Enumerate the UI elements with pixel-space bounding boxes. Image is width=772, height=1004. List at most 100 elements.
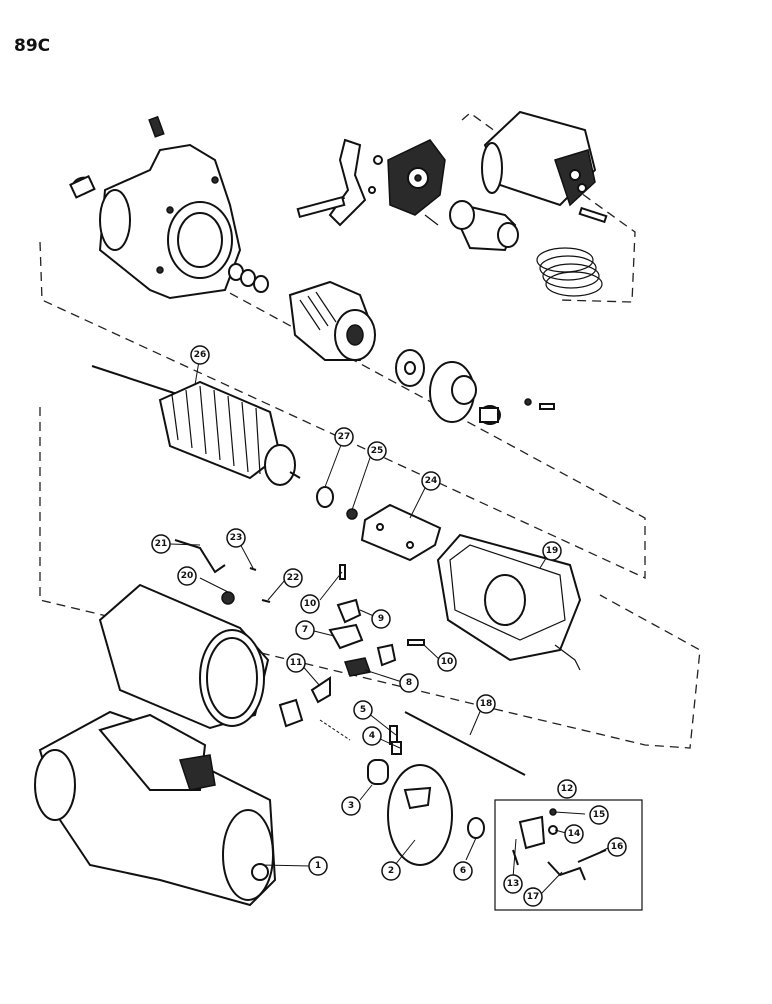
svg-text:3: 3 xyxy=(348,801,354,811)
svg-text:4: 4 xyxy=(369,731,375,741)
brush-bracket xyxy=(278,698,304,728)
callout-14: 14 xyxy=(564,824,584,844)
kit-box xyxy=(494,799,643,911)
pole-shoe xyxy=(360,503,442,562)
callout-5: 5 xyxy=(353,700,373,720)
screw-22 xyxy=(261,599,271,603)
callout-16: 16 xyxy=(607,837,627,857)
callout-27: 27 xyxy=(334,427,354,447)
callout-10b: 10 xyxy=(437,652,457,672)
svg-text:13: 13 xyxy=(507,879,520,889)
callout-18: 18 xyxy=(476,694,496,714)
callout-12: 12 xyxy=(557,779,577,799)
shift-lever xyxy=(296,138,383,227)
svg-text:16: 16 xyxy=(611,842,624,852)
plug-small xyxy=(524,398,532,406)
callout-3: 3 xyxy=(341,796,361,816)
thrust-washer xyxy=(395,349,425,387)
solenoid xyxy=(481,110,597,207)
callout-9: 9 xyxy=(371,609,391,629)
armature-screw xyxy=(346,508,358,520)
armature-washer xyxy=(316,486,334,508)
bushing-3 xyxy=(367,759,389,785)
svg-text:18: 18 xyxy=(480,699,493,709)
callout-19: 19 xyxy=(542,541,562,561)
callout-6: 6 xyxy=(453,861,473,881)
group-outline-solenoid xyxy=(461,112,636,303)
pin-small xyxy=(539,403,555,410)
starter-assembly xyxy=(34,710,277,907)
callout-24: 24 xyxy=(421,471,441,491)
through-bolt xyxy=(404,711,526,776)
callout-8: 8 xyxy=(399,673,419,693)
callout-25: 25 xyxy=(367,441,387,461)
svg-text:23: 23 xyxy=(230,533,243,543)
callout-1: 1 xyxy=(308,856,328,876)
brush-holder xyxy=(336,598,362,624)
svg-text:9: 9 xyxy=(378,614,384,624)
callout-20: 20 xyxy=(177,566,197,586)
svg-text:19: 19 xyxy=(546,546,559,556)
solenoid-screw xyxy=(578,206,608,224)
plug-6 xyxy=(467,817,485,839)
field-frame xyxy=(98,583,270,730)
svg-text:17: 17 xyxy=(527,892,540,902)
callout-17: 17 xyxy=(523,887,543,907)
armature xyxy=(91,365,301,486)
svg-text:7: 7 xyxy=(302,625,308,635)
svg-text:15: 15 xyxy=(593,810,606,820)
return-spring xyxy=(536,247,603,297)
group-outline-frame xyxy=(39,407,701,749)
plug-screw xyxy=(148,115,165,138)
drive-assembly xyxy=(288,280,377,361)
svg-text:20: 20 xyxy=(181,571,194,581)
svg-text:10: 10 xyxy=(304,599,317,609)
callout-4: 4 xyxy=(362,726,382,746)
callout-7: 7 xyxy=(295,620,315,640)
screw-23 xyxy=(249,567,257,571)
plunger xyxy=(449,200,519,252)
plunger-seal xyxy=(387,139,446,226)
bushing-small xyxy=(479,405,501,425)
svg-text:25: 25 xyxy=(371,446,384,456)
center-bearing-plate xyxy=(429,361,477,423)
brush-lead xyxy=(174,539,226,574)
svg-text:6: 6 xyxy=(460,866,466,876)
callout-21: 21 xyxy=(151,534,171,554)
callout-10a: 10 xyxy=(300,594,320,614)
drive-housing xyxy=(98,143,242,300)
screw-10b xyxy=(407,639,425,646)
svg-text:10: 10 xyxy=(441,657,454,667)
svg-text:1: 1 xyxy=(315,861,321,871)
callout-13: 13 xyxy=(503,874,523,894)
svg-text:2: 2 xyxy=(388,866,394,876)
brush-9 xyxy=(376,643,397,667)
callout-11: 11 xyxy=(286,653,306,673)
svg-text:22: 22 xyxy=(287,573,300,583)
bolt-dashed xyxy=(319,719,351,741)
brush-10a xyxy=(339,564,346,580)
svg-text:26: 26 xyxy=(194,350,207,360)
svg-text:5: 5 xyxy=(360,705,366,715)
callout-23: 23 xyxy=(226,528,246,548)
spring-11 xyxy=(310,676,331,704)
svg-text:27: 27 xyxy=(338,432,351,442)
field-coils xyxy=(436,533,582,671)
callout-22: 22 xyxy=(283,568,303,588)
group-outline-armature xyxy=(39,241,646,580)
grommet xyxy=(221,591,235,605)
callout-2: 2 xyxy=(381,861,401,881)
svg-text:8: 8 xyxy=(406,678,412,688)
brush-8 xyxy=(344,657,371,677)
svg-text:11: 11 xyxy=(290,658,303,668)
svg-text:21: 21 xyxy=(155,539,168,549)
svg-text:12: 12 xyxy=(561,784,574,794)
commutator-end-frame xyxy=(387,764,453,866)
callout-26: 26 xyxy=(190,345,210,365)
washers-small xyxy=(228,263,269,293)
plug-4 xyxy=(391,741,402,755)
page-id: 89C xyxy=(14,36,51,56)
bushing xyxy=(69,175,96,199)
